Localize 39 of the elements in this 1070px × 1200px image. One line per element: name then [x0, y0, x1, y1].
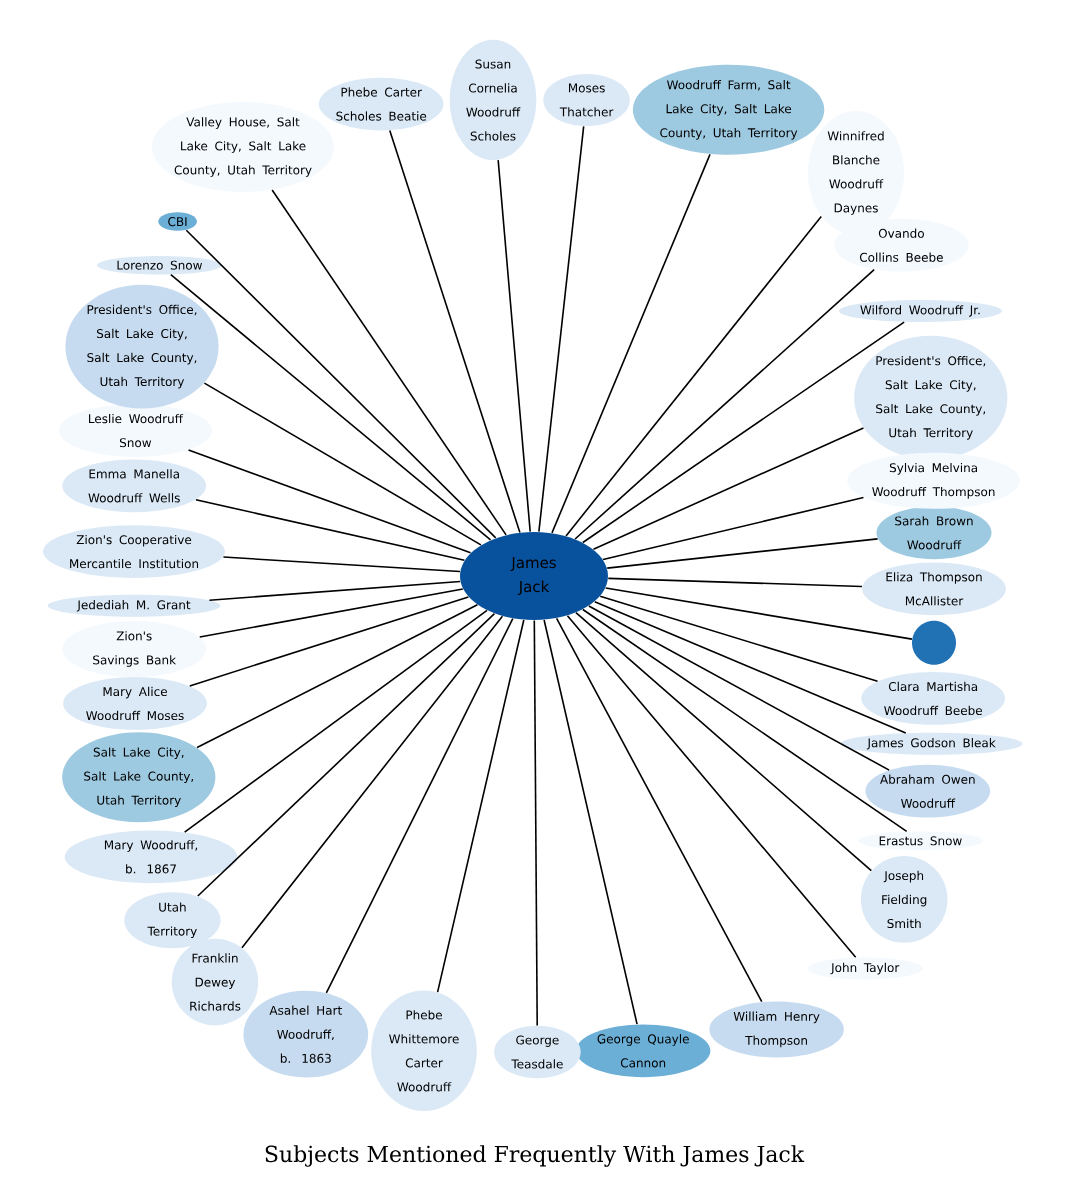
connector-line [588, 605, 890, 771]
connector-line [185, 229, 497, 539]
connector-line [196, 604, 479, 749]
connector-line [271, 189, 507, 536]
connector-line [388, 129, 521, 534]
connector-line [436, 619, 525, 993]
connector-line [565, 215, 823, 537]
chart-title: Subjects Mentioned Frequently With James Jack [265, 1145, 805, 1167]
connector-line [555, 617, 763, 1003]
connector-line [566, 614, 857, 959]
connector-line [575, 611, 873, 872]
connector-line [574, 268, 875, 540]
connector-line [170, 273, 492, 541]
connector-line [607, 577, 863, 588]
connector-line [599, 595, 879, 683]
connector-line [592, 427, 865, 551]
connector-line [195, 498, 466, 562]
connector-line [497, 159, 531, 533]
connector-line [551, 153, 711, 534]
connector-line [543, 619, 638, 1025]
connector-line [602, 496, 865, 561]
connector-line [197, 612, 496, 897]
connector-line [325, 617, 514, 994]
connector-line [604, 587, 913, 640]
connector-line [241, 615, 504, 949]
connector-line [593, 600, 907, 734]
connector-line [198, 588, 464, 638]
connector-line [208, 580, 461, 601]
connector-line [582, 608, 908, 833]
connector-line [187, 449, 472, 554]
connector-line [606, 538, 879, 569]
connector-line [188, 596, 470, 687]
connector-line [538, 125, 585, 533]
connector-line [203, 382, 482, 546]
connector-line [222, 556, 461, 573]
empty-node [912, 620, 956, 665]
connector-line [582, 321, 905, 544]
connector-line [533, 619, 538, 1027]
connector-line [183, 609, 488, 833]
